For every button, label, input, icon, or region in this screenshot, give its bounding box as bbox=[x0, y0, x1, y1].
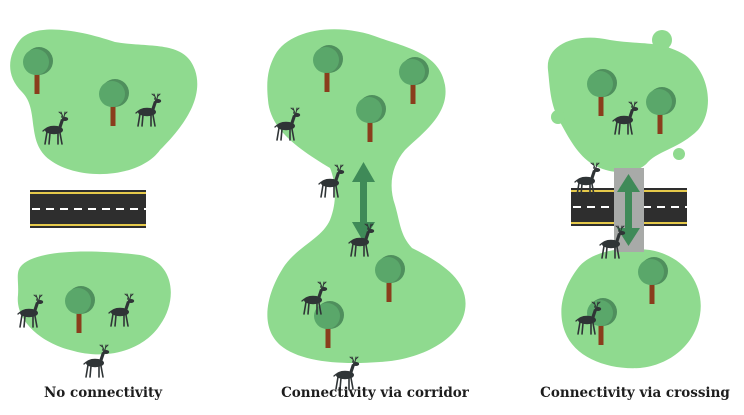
panel-crossing bbox=[547, 30, 708, 369]
caption-crossing: Connectivity via crossing bbox=[540, 385, 730, 401]
habitat-patch-lower bbox=[561, 248, 701, 369]
panel-corridor bbox=[267, 29, 466, 389]
double-arrow-icon bbox=[352, 162, 375, 242]
habitat-blob bbox=[551, 110, 565, 124]
caption-no-connectivity: No connectivity bbox=[43, 385, 163, 401]
road-segment bbox=[30, 190, 146, 228]
habitat-blob bbox=[652, 30, 672, 50]
habitat-blob bbox=[673, 148, 685, 160]
habitat-patch-upper bbox=[547, 37, 708, 173]
caption-corridor: Connectivity via corridor bbox=[281, 385, 469, 401]
panel-no-connectivity bbox=[10, 29, 198, 377]
